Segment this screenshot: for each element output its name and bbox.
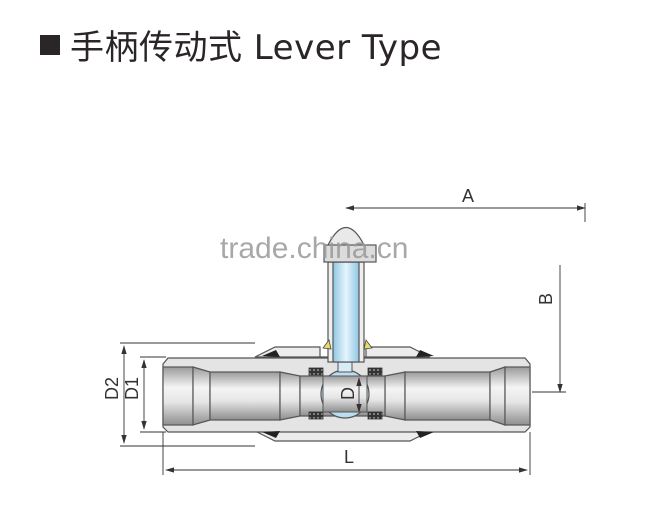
dim-label-a: A (462, 186, 474, 206)
dim-label-b: B (536, 293, 556, 305)
dim-label-d2: D2 (102, 377, 122, 400)
valve-housing (254, 346, 431, 442)
weld-marks (262, 339, 434, 438)
watermark: trade.china.cn (220, 232, 408, 265)
dim-label-l: L (344, 447, 354, 467)
seals (308, 367, 383, 420)
title-text: 手柄传动式 Lever Type (70, 28, 442, 68)
square-bullet-icon (40, 34, 60, 55)
dimension-lines (120, 203, 586, 475)
dim-label-d: D (338, 387, 358, 400)
dim-label-d1: D1 (122, 377, 142, 400)
lever-stem (323, 227, 377, 363)
page-title: 手柄传动式 Lever Type (40, 20, 442, 69)
